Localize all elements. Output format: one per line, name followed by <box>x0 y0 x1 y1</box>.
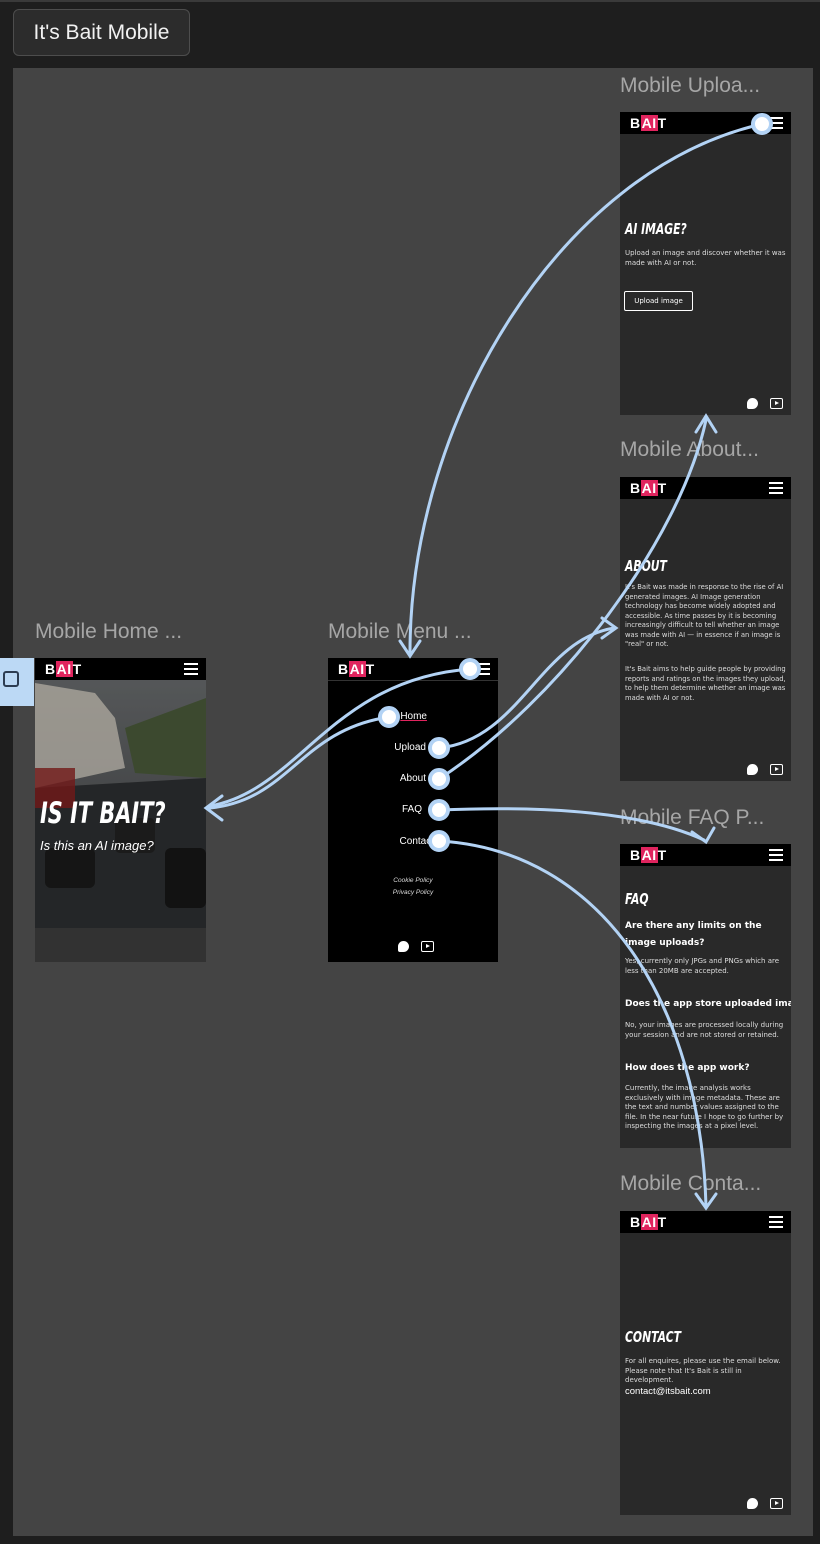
faq-answer-2: No, your images are processed locally du… <box>625 1021 784 1039</box>
hamburger-icon[interactable] <box>769 482 783 494</box>
frame-faq[interactable]: BAIT FAQ Are there any limits on the ima… <box>620 844 791 1148</box>
faq-question-2: Does the app store uploaded images? <box>625 999 791 1009</box>
contact-email[interactable]: contact@itsbait.com <box>625 1386 711 1397</box>
frame-label-faq: Mobile FAQ P... <box>620 806 765 829</box>
about-heading: ABOUT <box>625 557 667 575</box>
hamburger-icon[interactable] <box>769 849 783 861</box>
prototype-start-tab[interactable] <box>0 658 34 706</box>
frame-label-menu: Mobile Menu ... <box>328 620 472 643</box>
frame-about[interactable]: BAIT ABOUT It's Bait was made in respons… <box>620 477 791 781</box>
hamburger-icon[interactable] <box>476 663 490 675</box>
about-paragraph-1: It's Bait was made in response to the ri… <box>625 583 784 648</box>
frame-contact[interactable]: BAIT CONTACT For all enquires, please us… <box>620 1211 791 1515</box>
logo[interactable]: BAIT <box>338 661 375 677</box>
top-border <box>0 0 820 2</box>
patreon-icon[interactable] <box>747 764 758 775</box>
menu-item-faq[interactable]: FAQ <box>401 804 422 815</box>
play-frame-icon <box>3 671 19 687</box>
menu-item-upload[interactable]: Upload <box>394 742 426 753</box>
hero-heading: IS IT BAIT? <box>40 796 166 830</box>
upload-text: Upload an image and discover whether it … <box>625 249 786 267</box>
navbar: BAIT <box>620 1211 791 1233</box>
faq-question-3: How does the app work? <box>625 1063 750 1073</box>
logo[interactable]: BAIT <box>630 480 667 496</box>
hero-street-image <box>35 658 206 962</box>
logo[interactable]: BAIT <box>630 115 667 131</box>
menu-item-home[interactable]: Home <box>400 711 427 722</box>
navbar: BAIT <box>620 112 791 134</box>
logo[interactable]: BAIT <box>630 1214 667 1230</box>
navbar: BAIT <box>620 477 791 499</box>
social-icons <box>398 941 434 952</box>
privacy-policy-link[interactable]: Privacy Policy <box>392 889 434 896</box>
youtube-icon[interactable] <box>770 1498 783 1509</box>
contact-heading: CONTACT <box>625 1328 682 1346</box>
navbar: BAIT <box>35 658 206 680</box>
hamburger-icon[interactable] <box>184 663 198 675</box>
about-paragraph-2: It's Bait aims to help guide people by p… <box>625 665 786 702</box>
logo[interactable]: BAIT <box>630 847 667 863</box>
hero-subheading: Is this an AI image? <box>40 838 154 853</box>
social-icons <box>747 1498 783 1509</box>
contact-text: For all enquires, please use the email b… <box>625 1357 781 1384</box>
patreon-icon[interactable] <box>398 941 409 952</box>
frame-home[interactable]: BAIT IS IT BAIT? Is this an AI image? <box>35 658 206 962</box>
youtube-icon[interactable] <box>770 764 783 775</box>
youtube-icon[interactable] <box>421 941 434 952</box>
upload-image-button[interactable]: Upload image <box>624 291 693 311</box>
menu-item-contact[interactable]: Contact <box>399 836 434 847</box>
hamburger-icon[interactable] <box>769 117 783 129</box>
patreon-icon[interactable] <box>747 398 758 409</box>
cookie-policy-link[interactable]: Cookie Policy <box>393 877 433 884</box>
frame-menu[interactable]: BAIT Home Upload About FAQ Contact Cooki… <box>328 658 498 962</box>
logo[interactable]: BAIT <box>45 661 82 677</box>
frame-upload[interactable]: BAIT AI IMAGE? Upload an image and disco… <box>620 112 791 415</box>
hamburger-icon[interactable] <box>769 1216 783 1228</box>
faq-heading: FAQ <box>625 890 649 908</box>
frame-label-upload: Mobile Uploa... <box>620 74 761 97</box>
menu-item-about[interactable]: About <box>399 773 426 784</box>
faq-answer-1: Yes, currently only JPGs and PNGs which … <box>625 957 780 975</box>
file-title-button[interactable]: It's Bait Mobile <box>13 9 190 56</box>
frame-label-contact: Mobile Conta... <box>620 1172 762 1195</box>
navbar: BAIT <box>328 658 498 681</box>
upload-heading: AI IMAGE? <box>625 220 687 238</box>
navbar: BAIT <box>620 844 791 866</box>
faq-question-1: Are there any limits on the image upload… <box>625 921 762 948</box>
social-icons <box>747 764 783 775</box>
social-icons <box>747 398 783 409</box>
patreon-icon[interactable] <box>747 1498 758 1509</box>
faq-answer-3: Currently, the image analysis works excl… <box>625 1084 784 1130</box>
frame-label-home: Mobile Home ... <box>35 620 183 643</box>
frame-label-about: Mobile About... <box>620 438 759 461</box>
youtube-icon[interactable] <box>770 398 783 409</box>
